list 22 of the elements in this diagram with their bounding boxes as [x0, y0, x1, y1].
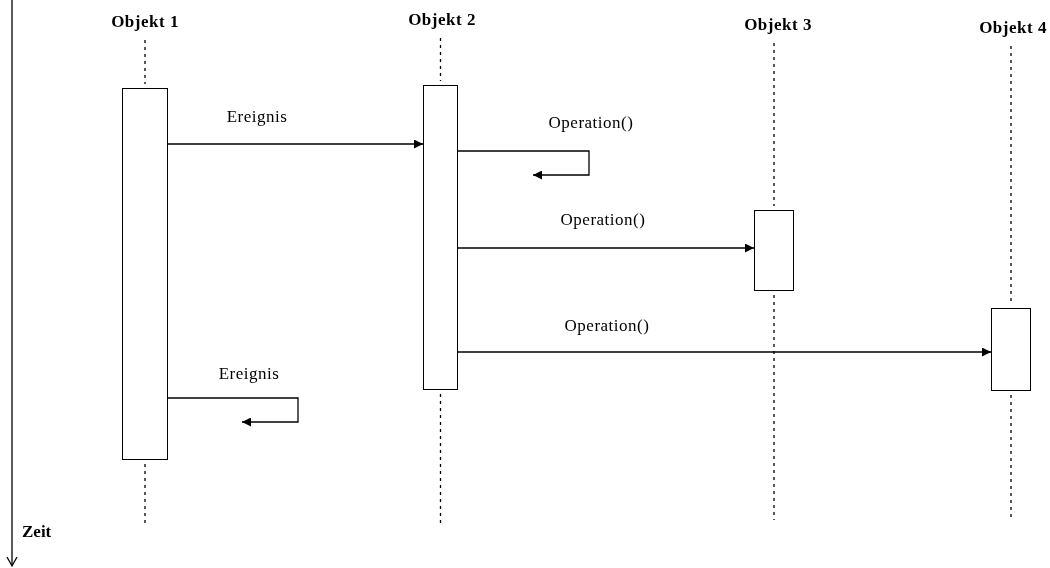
message-arrow [457, 150, 590, 180]
activation-bar [991, 308, 1031, 391]
lifeline [773, 42, 775, 207]
object-heading: Objekt 3 [744, 15, 812, 35]
activation-bar [122, 88, 168, 460]
message-arrow [167, 397, 299, 427]
lifeline [144, 39, 146, 85]
edge-label: Ereignis [226, 107, 288, 127]
activation-bar [423, 85, 458, 390]
axis-label: Zeit [22, 522, 52, 542]
edge-label: Ereignis [218, 364, 280, 384]
activation-bar [754, 210, 794, 291]
object-heading: Objekt 4 [979, 18, 1047, 38]
edge-label: Operation() [548, 113, 634, 133]
message-arrow [457, 347, 992, 357]
object-heading: Objekt 2 [408, 10, 476, 30]
message-arrow [457, 243, 755, 253]
lifeline [439, 37, 442, 82]
edge-label: Operation() [564, 316, 650, 336]
edge-label: Operation() [560, 210, 646, 230]
object-heading: Objekt 1 [111, 12, 179, 32]
message-arrow [167, 139, 424, 149]
